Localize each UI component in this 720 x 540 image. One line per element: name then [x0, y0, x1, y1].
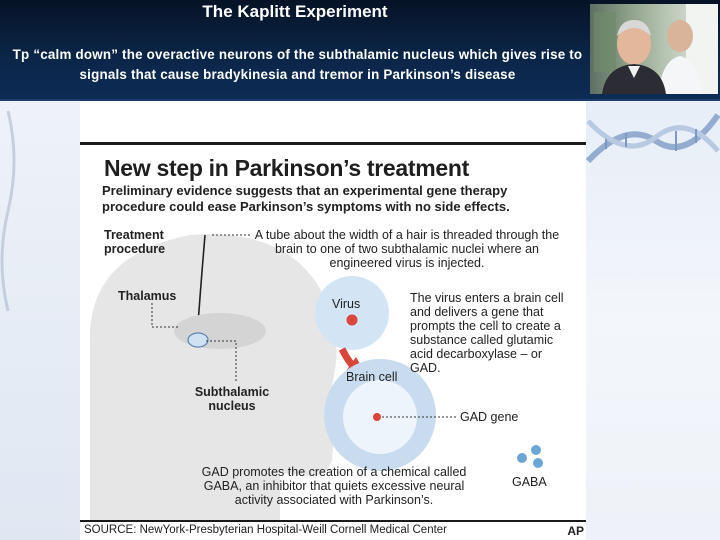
subthalamic-nucleus-shape	[187, 332, 209, 348]
gad-gene-particle	[373, 413, 381, 421]
gad-note: GAD promotes the creation of a chemical …	[201, 465, 467, 507]
left-decorative-strip	[0, 101, 80, 540]
subthalamic-nucleus-label: Subthalamic nucleus	[194, 385, 270, 413]
thalamus-label: Thalamus	[118, 289, 177, 303]
infographic-top-rule	[80, 142, 586, 145]
infographic-intro: Preliminary evidence suggests that an ex…	[102, 183, 510, 214]
tube-note: A tube about the width of a hair is thre…	[254, 228, 560, 270]
source-line: SOURCE: NewYork-Presbyterian Hospital-We…	[84, 524, 448, 536]
brain-cell-label: Brain cell	[346, 370, 398, 384]
infographic-title: New step in Parkinson’s treatment	[104, 155, 470, 181]
gad-gene-label: GAD gene	[460, 410, 519, 424]
source-rule	[80, 520, 586, 522]
slide-subtitle: Tp “calm down” the overactive neurons of…	[12, 47, 583, 82]
gaba-molecule	[517, 453, 527, 463]
portrait-photo	[590, 4, 718, 94]
virus-particle	[346, 314, 358, 326]
dna-helix-decoration	[585, 101, 720, 540]
head-silhouette	[89, 234, 347, 520]
gaba-molecule	[531, 445, 541, 455]
header-divider	[0, 99, 720, 101]
slide-title: The Kaplitt Experiment	[202, 2, 388, 21]
gaba-label: GABA	[512, 475, 547, 489]
ap-credit: AP	[567, 524, 584, 538]
virus-label: Virus	[332, 297, 361, 311]
virus-note: The virus enters a brain cell and delive…	[410, 291, 564, 375]
thalamus-shape	[174, 313, 266, 349]
infographic: New step in Parkinson’s treatment Prelim…	[80, 135, 586, 540]
virus-circle	[315, 276, 389, 350]
treatment-procedure-label: Treatment procedure	[104, 228, 166, 256]
infographic-illustration	[89, 234, 543, 520]
gaba-molecule	[533, 458, 543, 468]
